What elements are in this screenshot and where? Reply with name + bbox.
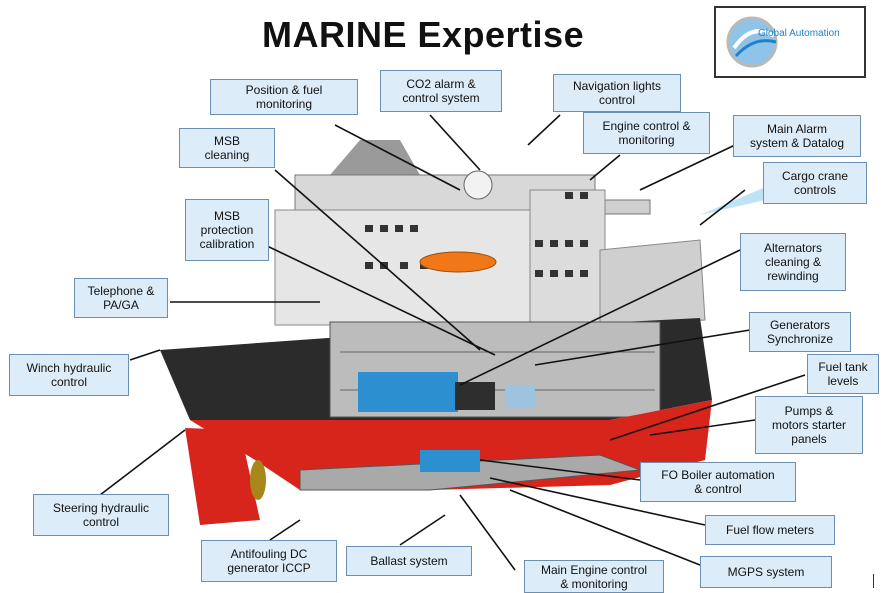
label-main-engine: Main Engine control & monitoring xyxy=(524,560,664,593)
label-antifouling: Antifouling DC generator ICCP xyxy=(201,540,337,582)
double-bottom xyxy=(299,454,641,491)
label-ballast: Ballast system xyxy=(346,546,472,576)
mast xyxy=(330,140,420,175)
label-pumps: Pumps & motors starter panels xyxy=(755,396,863,454)
label-main-alarm: Main Alarm system & Datalog xyxy=(733,115,861,157)
radar-dome xyxy=(463,170,493,200)
logo-text: Global Automation xyxy=(758,28,840,39)
label-fuel-flow: Fuel flow meters xyxy=(705,515,835,545)
label-msb-cleaning: MSB cleaning xyxy=(179,128,275,168)
edge-mark xyxy=(873,574,874,588)
label-co2-alarm: CO2 alarm & control system xyxy=(380,70,502,112)
label-steering: Steering hydraulic control xyxy=(33,494,169,536)
global-automation-logo-icon xyxy=(726,16,778,68)
fore-deck xyxy=(599,239,706,326)
label-navigation-lights: Navigation lights control xyxy=(553,74,681,112)
label-mgps: MGPS system xyxy=(700,556,832,588)
label-cargo-crane: Cargo crane controls xyxy=(763,162,867,204)
fo-boiler-unit xyxy=(420,450,480,472)
label-fuel-tank: Fuel tank levels xyxy=(807,354,879,394)
label-engine-control: Engine control & monitoring xyxy=(583,112,710,154)
rudder xyxy=(185,428,260,525)
label-position-fuel: Position & fuel monitoring xyxy=(210,79,358,115)
label-alternators: Alternators cleaning & rewinding xyxy=(740,233,846,291)
label-winch: Winch hydraulic control xyxy=(9,354,129,396)
lifeboat xyxy=(419,251,497,273)
label-telephone: Telephone & PA/GA xyxy=(74,278,168,318)
page-title: MARINE Expertise xyxy=(262,14,585,55)
label-msb-protection: MSB protection calibration xyxy=(185,199,269,261)
main-engine-block xyxy=(358,372,458,412)
company-logo: Global Automation xyxy=(714,6,866,78)
label-generators: Generators Synchronize xyxy=(749,312,851,352)
label-fo-boiler: FO Boiler automation & control xyxy=(640,462,796,502)
propeller xyxy=(250,460,266,500)
